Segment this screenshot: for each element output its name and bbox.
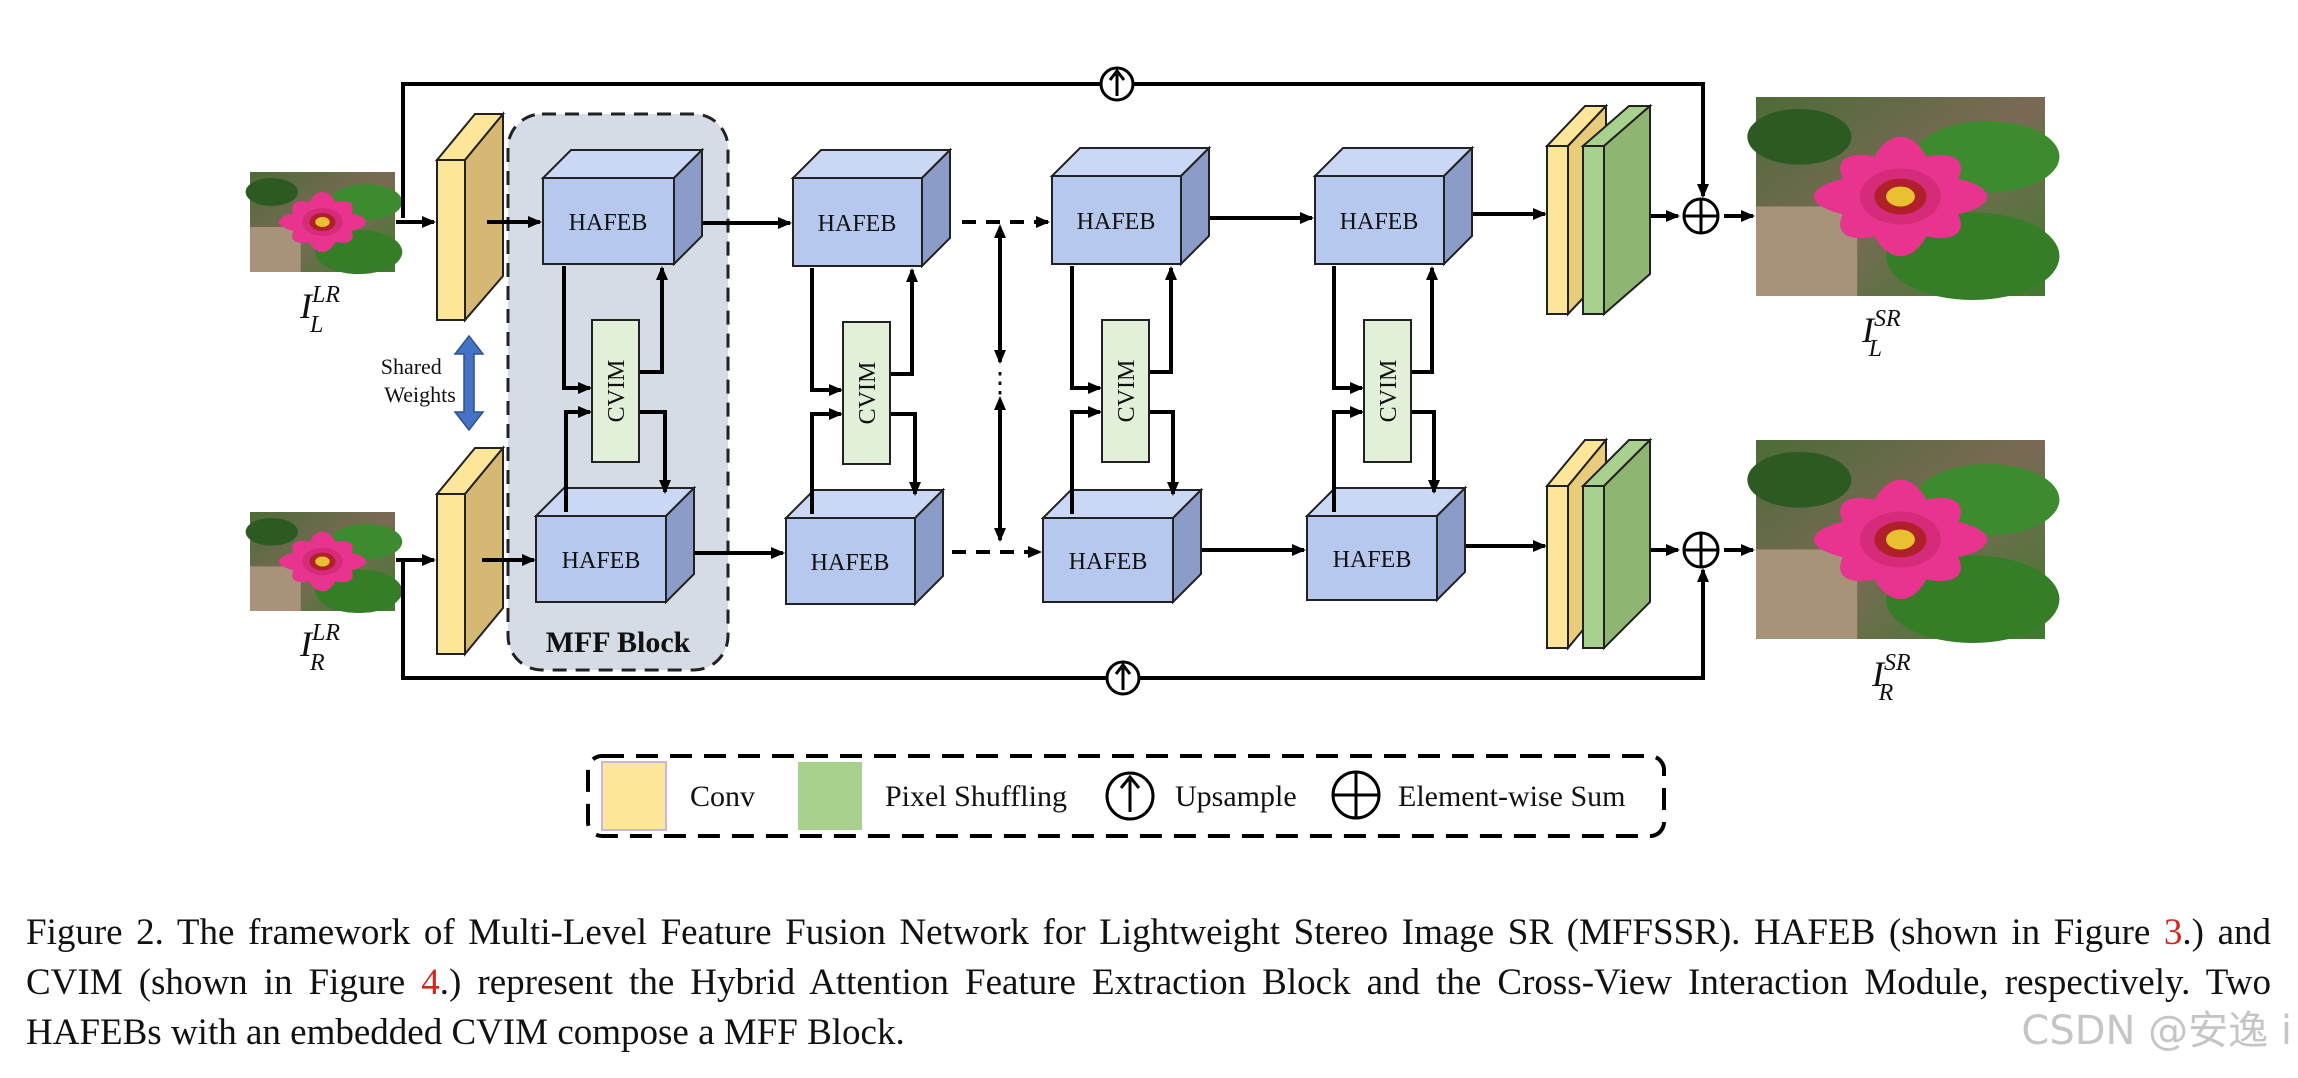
dashed-continuation bbox=[952, 216, 1050, 558]
skip-connection-bottom bbox=[401, 562, 1709, 680]
svg-text:HAFEB: HAFEB bbox=[569, 210, 648, 236]
input-image-left bbox=[245, 172, 403, 274]
svg-text:HAFEB: HAFEB bbox=[1340, 209, 1419, 235]
legend-sum-icon bbox=[1331, 770, 1381, 820]
svg-text:CVIM: CVIM bbox=[1376, 360, 1402, 423]
hafeb-block: HAFEB bbox=[783, 487, 946, 607]
output-stack-right bbox=[1544, 437, 1653, 651]
legend-conv-swatch bbox=[601, 761, 667, 831]
hafeb-block: HAFEB bbox=[1312, 145, 1475, 267]
legend-upsample-label: Upsample bbox=[1175, 780, 1297, 813]
legend-upsample-icon bbox=[1105, 771, 1155, 821]
output-image-left bbox=[1747, 97, 2060, 300]
svg-text:HAFEB: HAFEB bbox=[811, 550, 890, 576]
skip-connection-top bbox=[401, 82, 1709, 218]
upsample-icon bbox=[1099, 66, 1135, 102]
svg-text:CVIM: CVIM bbox=[604, 360, 630, 423]
hafeb-block: HAFEB bbox=[1304, 485, 1468, 603]
output-image-right bbox=[1747, 440, 2060, 643]
vertical-ellipsis: ⋮ bbox=[986, 368, 1014, 399]
hafeb-block: HAFEB bbox=[790, 147, 953, 269]
element-wise-sum-icon bbox=[1682, 197, 1720, 235]
cross-connections bbox=[562, 266, 1440, 514]
figure-ref-3[interactable]: 3 bbox=[2163, 912, 2183, 953]
cvim-block: CVIM bbox=[842, 321, 891, 465]
cvim-block: CVIM bbox=[1363, 319, 1412, 463]
legend-pixel-shuffling-swatch bbox=[798, 762, 862, 830]
shared-weights-label: Shared Weights bbox=[381, 354, 456, 407]
figure-ref-4[interactable]: 4 bbox=[421, 962, 440, 1003]
hafeb-block: HAFEB bbox=[1049, 145, 1212, 267]
cvim-block: CVIM bbox=[591, 319, 640, 463]
svg-text:HAFEB: HAFEB bbox=[1077, 209, 1156, 235]
svg-text:HAFEB: HAFEB bbox=[562, 548, 641, 574]
output-stack-left bbox=[1544, 103, 1653, 317]
mff-block-label: MFF Block bbox=[546, 626, 691, 659]
cvim-block: CVIM bbox=[1101, 319, 1150, 463]
svg-text:HAFEB: HAFEB bbox=[1069, 549, 1148, 575]
legend-pixel-shuffling-label: Pixel Shuffling bbox=[885, 780, 1067, 813]
watermark: CSDN @安逸 i bbox=[2021, 1008, 2292, 1054]
svg-text:CVIM: CVIM bbox=[1114, 360, 1140, 423]
svg-text:CVIM: CVIM bbox=[855, 362, 881, 425]
legend-sum-label: Element-wise Sum bbox=[1398, 780, 1625, 813]
element-wise-sum-icon bbox=[1682, 531, 1720, 569]
legend-conv-label: Conv bbox=[690, 780, 755, 813]
hafeb-block: HAFEB bbox=[533, 485, 697, 605]
input-image-right bbox=[245, 512, 403, 613]
shared-weights-arrow bbox=[453, 334, 485, 432]
hafeb-block: HAFEB bbox=[540, 147, 705, 267]
upsample-icon bbox=[1105, 660, 1141, 696]
conv-layer-left bbox=[434, 111, 506, 323]
svg-text:HAFEB: HAFEB bbox=[1333, 547, 1412, 573]
svg-text:HAFEB: HAFEB bbox=[818, 211, 897, 237]
legend: Conv Pixel Shuffling Upsample Element-wi… bbox=[586, 754, 1666, 838]
figure-caption: Figure 2. The framework of Multi-Level F… bbox=[26, 912, 2271, 1053]
hafeb-block: HAFEB bbox=[1040, 487, 1204, 605]
conv-layer-right bbox=[434, 445, 506, 657]
